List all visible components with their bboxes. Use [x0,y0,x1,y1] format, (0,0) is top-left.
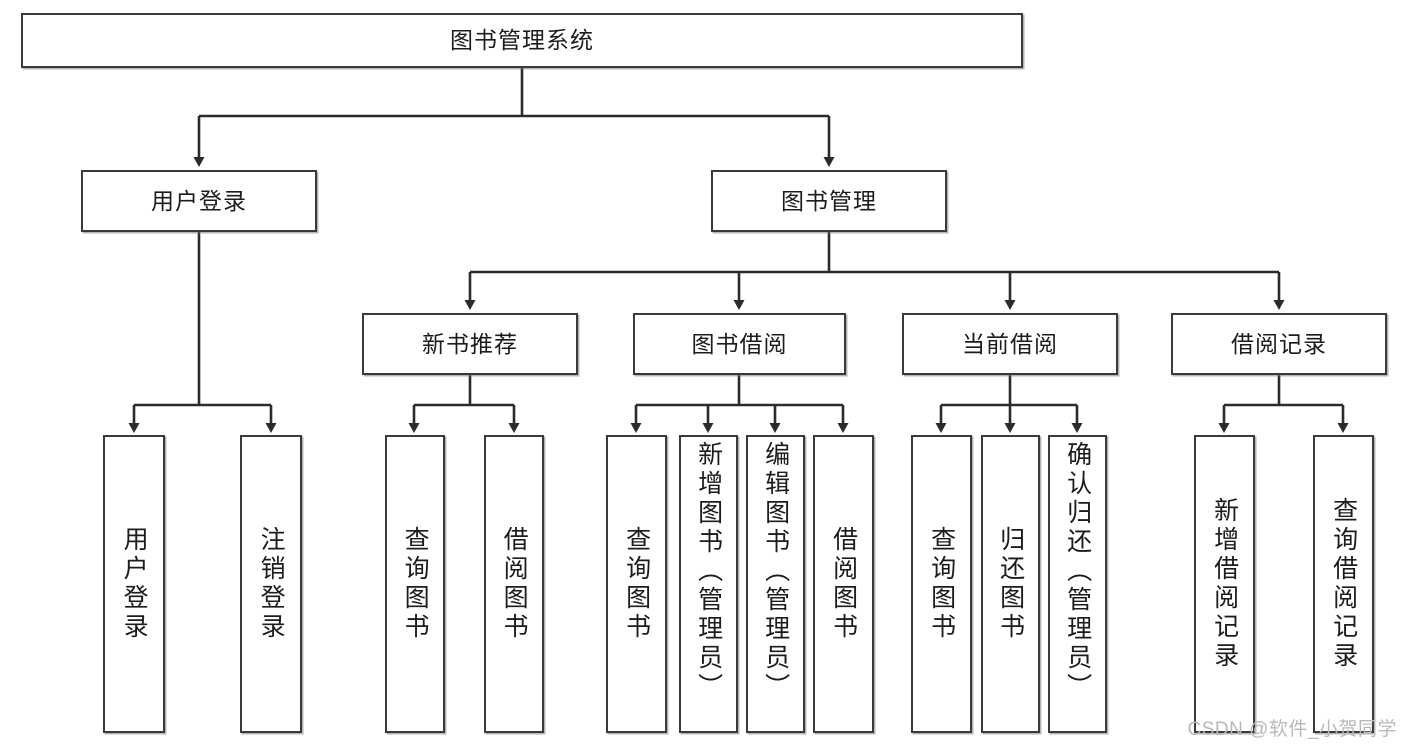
node-current-borrow-label: 当前借阅 [962,330,1058,357]
node-book-manage-label: 图书管理 [781,187,877,214]
node-new-book-rec[interactable]: 新书推荐 [362,313,578,375]
node-leaf-query-book-1-label: 查询图书 [401,526,430,642]
node-leaf-confirm-return[interactable]: 确认归还（管理员） [1048,435,1107,733]
node-leaf-query-book-3[interactable]: 查询图书 [911,435,972,733]
node-leaf-query-book-1[interactable]: 查询图书 [385,435,445,733]
node-book-manage[interactable]: 图书管理 [711,170,947,232]
node-leaf-add-book-label: 新增图书（管理员） [694,441,723,702]
node-leaf-query-book-2-label: 查询图书 [622,526,651,642]
node-leaf-add-book[interactable]: 新增图书（管理员） [679,435,738,733]
node-user-login-label: 用户登录 [151,187,247,214]
node-leaf-add-record-label: 新增借阅记录 [1210,497,1239,671]
node-new-book-rec-label: 新书推荐 [422,330,518,357]
node-current-borrow[interactable]: 当前借阅 [902,313,1118,375]
node-root-label: 图书管理系统 [450,27,594,54]
node-leaf-borrow-book-1[interactable]: 借阅图书 [484,435,544,733]
node-leaf-user-logout-label: 注销登录 [257,526,286,642]
node-leaf-borrow-book-1-label: 借阅图书 [500,526,529,642]
node-leaf-add-record[interactable]: 新增借阅记录 [1194,435,1255,733]
node-leaf-borrow-book-2-label: 借阅图书 [829,526,858,642]
node-leaf-return-book-label: 归还图书 [996,526,1025,642]
node-leaf-user-login[interactable]: 用户登录 [103,435,165,733]
node-leaf-borrow-book-2[interactable]: 借阅图书 [813,435,874,733]
node-leaf-confirm-return-label: 确认归还（管理员） [1063,441,1092,702]
node-leaf-query-record[interactable]: 查询借阅记录 [1313,435,1374,733]
node-leaf-edit-book[interactable]: 编辑图书（管理员） [746,435,805,733]
node-leaf-user-login-label: 用户登录 [120,526,149,642]
node-leaf-query-record-label: 查询借阅记录 [1329,497,1358,671]
node-book-borrow-label: 图书借阅 [691,330,788,357]
node-borrow-record-label: 借阅记录 [1231,330,1327,357]
watermark-text: CSDN @软件_小贺同学 [1187,719,1397,740]
node-borrow-record[interactable]: 借阅记录 [1171,313,1387,375]
node-book-borrow[interactable]: 图书借阅 [633,313,846,375]
node-leaf-edit-book-label: 编辑图书（管理员） [761,441,790,702]
node-leaf-query-book-2[interactable]: 查询图书 [606,435,667,733]
node-leaf-return-book[interactable]: 归还图书 [981,435,1040,733]
node-root[interactable]: 图书管理系统 [21,13,1023,68]
node-leaf-user-logout[interactable]: 注销登录 [240,435,302,733]
node-user-login[interactable]: 用户登录 [81,170,317,232]
node-leaf-query-book-3-label: 查询图书 [927,526,956,642]
